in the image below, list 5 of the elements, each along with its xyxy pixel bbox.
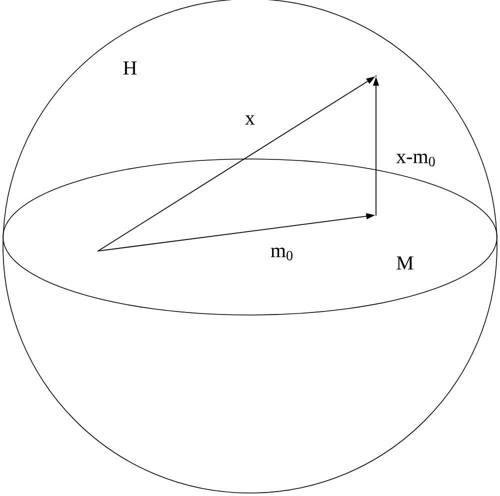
node-label: M bbox=[396, 256, 414, 270]
edge-label: x-m$_{0}$ bbox=[395, 152, 437, 168]
edge-label: m$_{0}$ bbox=[269, 246, 295, 262]
edge-label: x bbox=[244, 114, 256, 126]
node-label: H bbox=[123, 61, 137, 75]
